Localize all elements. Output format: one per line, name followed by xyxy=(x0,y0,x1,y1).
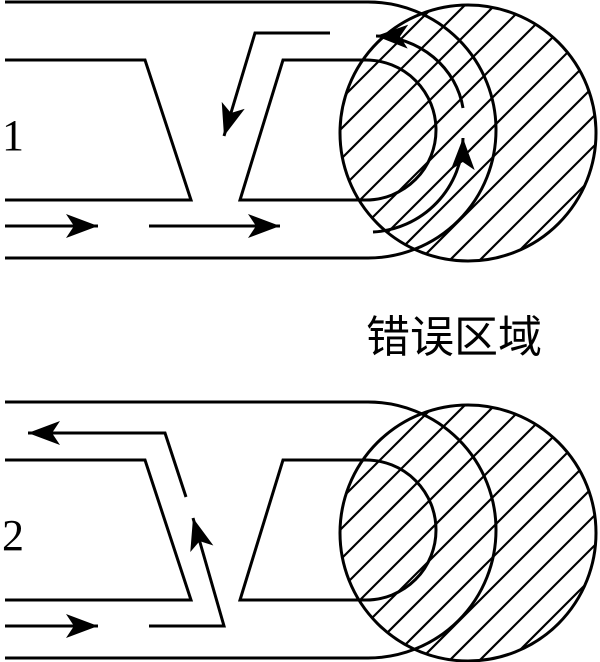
hatch-line xyxy=(447,112,596,261)
hatch-line xyxy=(357,422,596,661)
diagram-1-label: 1 xyxy=(2,111,24,160)
right-block xyxy=(237,458,366,602)
hatch-line xyxy=(447,512,596,661)
diagram-2-label: 2 xyxy=(2,511,24,560)
hatch-line xyxy=(357,22,596,261)
hatch-line xyxy=(340,405,527,591)
tube-outline xyxy=(5,0,498,260)
hatch-line xyxy=(567,632,596,661)
hatch-line xyxy=(477,142,596,261)
hatch-line xyxy=(417,482,596,661)
hatch-line xyxy=(340,405,467,531)
hatch-line xyxy=(340,5,587,251)
left-block xyxy=(5,458,194,602)
vortex-arrow-bottom xyxy=(372,137,475,234)
return-flow-arrow-left xyxy=(28,421,188,498)
hatch-line xyxy=(340,405,587,651)
error-region-circle xyxy=(338,3,598,263)
hatch-line xyxy=(340,5,527,191)
hatch-line xyxy=(340,5,467,131)
hatch-line xyxy=(340,5,377,41)
hatch-line xyxy=(340,5,347,11)
hatch-line xyxy=(340,5,437,101)
hatch-line xyxy=(340,405,377,441)
hatch-line xyxy=(340,5,557,221)
return-flow-arrow-up xyxy=(149,517,226,628)
hatch-line xyxy=(340,405,437,501)
hatch-line xyxy=(417,82,596,261)
hatch-line xyxy=(340,405,347,411)
diagram-1: 1 xyxy=(2,0,598,263)
inner-arc xyxy=(365,458,438,602)
left-block xyxy=(5,58,194,202)
error-region-circle xyxy=(338,403,598,662)
hatch-line xyxy=(567,232,596,261)
hatch-line xyxy=(477,542,596,661)
diagram-2: 2 xyxy=(2,400,598,662)
inner-arc xyxy=(365,58,438,202)
right-block xyxy=(237,58,366,202)
tube-outline xyxy=(5,400,498,660)
error-region-label: 错误区域 xyxy=(366,312,542,363)
hatch-line xyxy=(340,405,557,621)
return-flow-arrow xyxy=(221,31,330,137)
vortex-arrow-top xyxy=(375,24,465,109)
